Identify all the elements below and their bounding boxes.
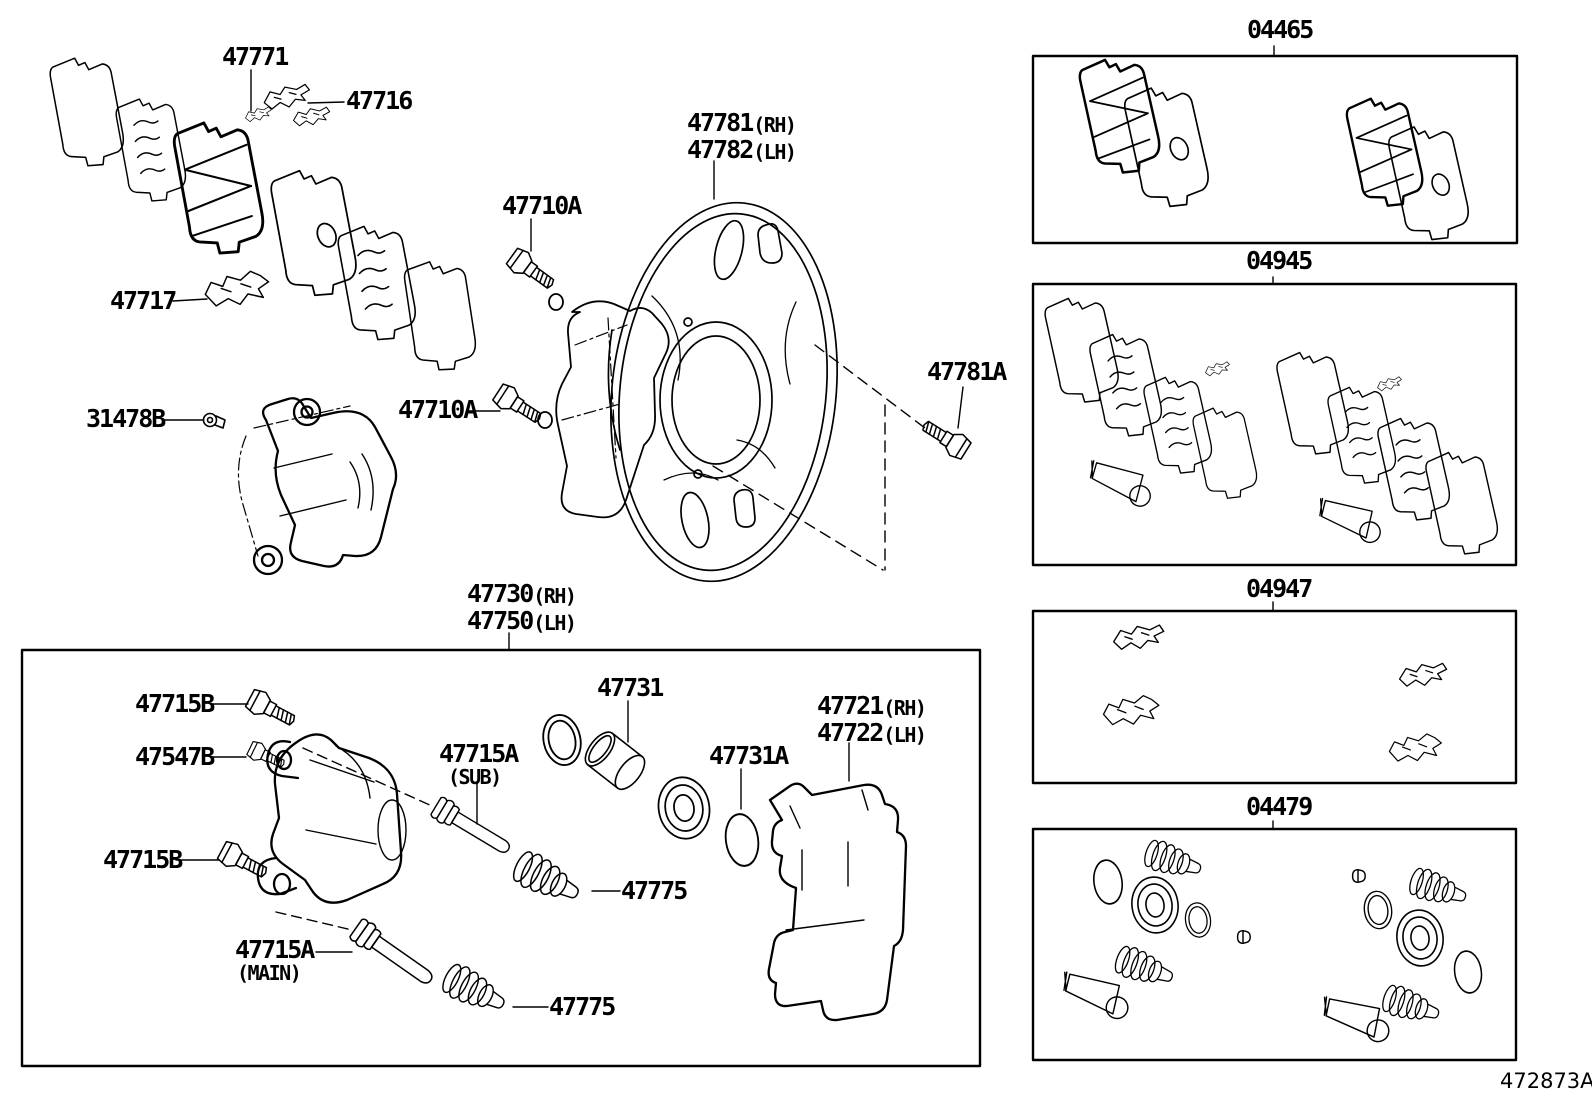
side-suffix: (RH): [533, 584, 577, 608]
callout-dust-cover-rh: 47781(RH): [687, 108, 797, 137]
side-suffix: (LH): [883, 723, 927, 747]
side-suffix: (RH): [753, 113, 797, 137]
piston-boot-drawing: [652, 772, 716, 844]
hidden-lines: [712, 344, 926, 571]
callout-cylinder-lh: 47750(LH): [467, 606, 577, 635]
callout-piston: 47731: [597, 673, 664, 702]
slide-pin-sub-drawing: [428, 794, 516, 861]
callout-cylinder-kit: 04479: [1246, 792, 1313, 821]
bleeder-plug-31478B-drawing: [202, 412, 226, 429]
leader-lines: [161, 45, 1275, 1008]
callout-cylinder-bleeder: 47547B: [135, 742, 215, 771]
callout-slide-pin-sub: 47715A: [439, 739, 519, 768]
pad-fitting-47717-drawing: [202, 268, 272, 310]
part-number: 47750: [467, 606, 534, 635]
part-number: 47782: [687, 135, 754, 164]
callout-cylinder-rh: 47730(RH): [467, 579, 577, 608]
callout-dust-cover-lh: 47782(LH): [687, 135, 797, 164]
figure-code: 472873A: [1500, 1069, 1592, 1093]
box-hidden-lines: [275, 747, 433, 931]
cylinder-bolt-upper-drawing: [243, 686, 301, 733]
pad-support-plate-47716-drawing: [261, 81, 332, 129]
support-bracket-drawing: [537, 293, 670, 519]
callout-fitting-kit: 04947: [1246, 574, 1313, 603]
caliper-assembly-drawing: [237, 397, 398, 576]
callout-seal-ring: 47731A: [709, 741, 789, 770]
seal-ring-47731A-drawing: [721, 810, 763, 870]
callout-shim-kit: 04945: [1246, 246, 1313, 275]
callout-support-plate: 47716: [346, 86, 413, 115]
part-number: 47722: [817, 718, 884, 747]
piston-seal-drawing: [537, 710, 587, 770]
side-suffix: (LH): [753, 140, 797, 164]
mounting-bracket-drawing: [767, 782, 908, 1022]
side-suffix: (RH): [883, 696, 927, 720]
callout-pad-clip: 47771: [222, 42, 289, 71]
cylinder-kit-contents-drawing: [1055, 836, 1485, 1046]
callout-boot-upper: 47775: [621, 876, 688, 905]
side-suffix: (LH): [533, 611, 577, 635]
pad-clip-47771-drawing: [243, 105, 274, 124]
mount-bolt-upper-drawing: [503, 245, 560, 296]
part-number: 47730: [467, 579, 534, 608]
cylinder-box-frame: [20, 648, 982, 1068]
piston-drawing: [579, 726, 651, 796]
callout-bleeder-plug: 31478B: [86, 404, 166, 433]
part-number: 47781: [687, 108, 754, 137]
callout-bracket-lh: 47722(LH): [817, 718, 927, 747]
callout-slide-pin-main: 47715A: [235, 935, 315, 964]
callout-mount-bolt-lower: 47710A: [398, 395, 478, 424]
slide-pin-main-drawing: [347, 916, 440, 992]
pad-stack-drawing: [47, 52, 479, 374]
callout-mount-bolt-upper: 47710A: [502, 191, 582, 220]
callout-pad-fitting: 47717: [110, 286, 177, 315]
callout-slide-pin-sub-note: (SUB): [448, 765, 502, 789]
callout-cylinder-bolt-upper: 47715B: [135, 689, 215, 718]
dust-cover-drawing: [607, 201, 838, 583]
fitting-kit-contents-drawing: [1101, 622, 1450, 764]
cylinder-body-drawing: [256, 733, 407, 904]
part-number: 47721: [817, 691, 884, 720]
kit-box-frames: [1031, 54, 1519, 1062]
boot-lower-drawing: [437, 959, 512, 1021]
callout-slide-pin-main-note: (MAIN): [237, 961, 302, 985]
callout-cylinder-bolt-lower: 47715B: [103, 845, 183, 874]
boot-upper-drawing: [508, 846, 587, 912]
callout-dust-cover-bolt: 47781A: [927, 357, 1007, 386]
shim-kit-contents-drawing: [1042, 291, 1502, 560]
callout-boot-lower: 47775: [549, 992, 616, 1021]
pad-kit-contents-drawing: [1077, 53, 1472, 245]
dust-cover-bolt-drawing: [916, 413, 974, 463]
callout-bracket-rh: 47721(RH): [817, 691, 927, 720]
callout-pad-kit: 04465: [1247, 15, 1314, 44]
